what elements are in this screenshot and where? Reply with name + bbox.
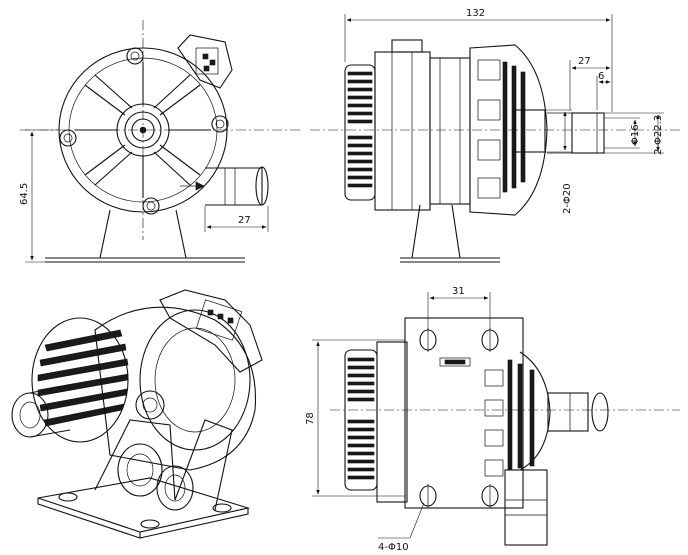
dim-bore-diameter: Φ16: [630, 124, 641, 145]
dim-inlet-length: 27: [238, 215, 251, 226]
dim-mount-holes: 4-Φ10: [378, 542, 409, 553]
dim-overall-length: 132: [466, 8, 485, 19]
dim-hole-spacing: 31: [452, 286, 465, 297]
top-view: 31 78 4-Φ10: [305, 286, 680, 553]
dim-outlet-length: 27: [578, 56, 591, 67]
isometric-view: [11, 289, 263, 539]
dim-mount-height: 78: [305, 412, 316, 425]
dim-inlet-diameter: 2-Φ20: [562, 183, 573, 214]
dim-outlet-lip: 6: [598, 71, 604, 82]
side-view: 132 27 6 Φ16 2-Φ22.3 2-Φ20: [310, 8, 680, 263]
dim-outer-diameter: 2-Φ22.3: [653, 115, 664, 155]
dim-shaft-height: 64.5: [19, 183, 30, 205]
front-view: 64.5 27: [19, 20, 300, 263]
